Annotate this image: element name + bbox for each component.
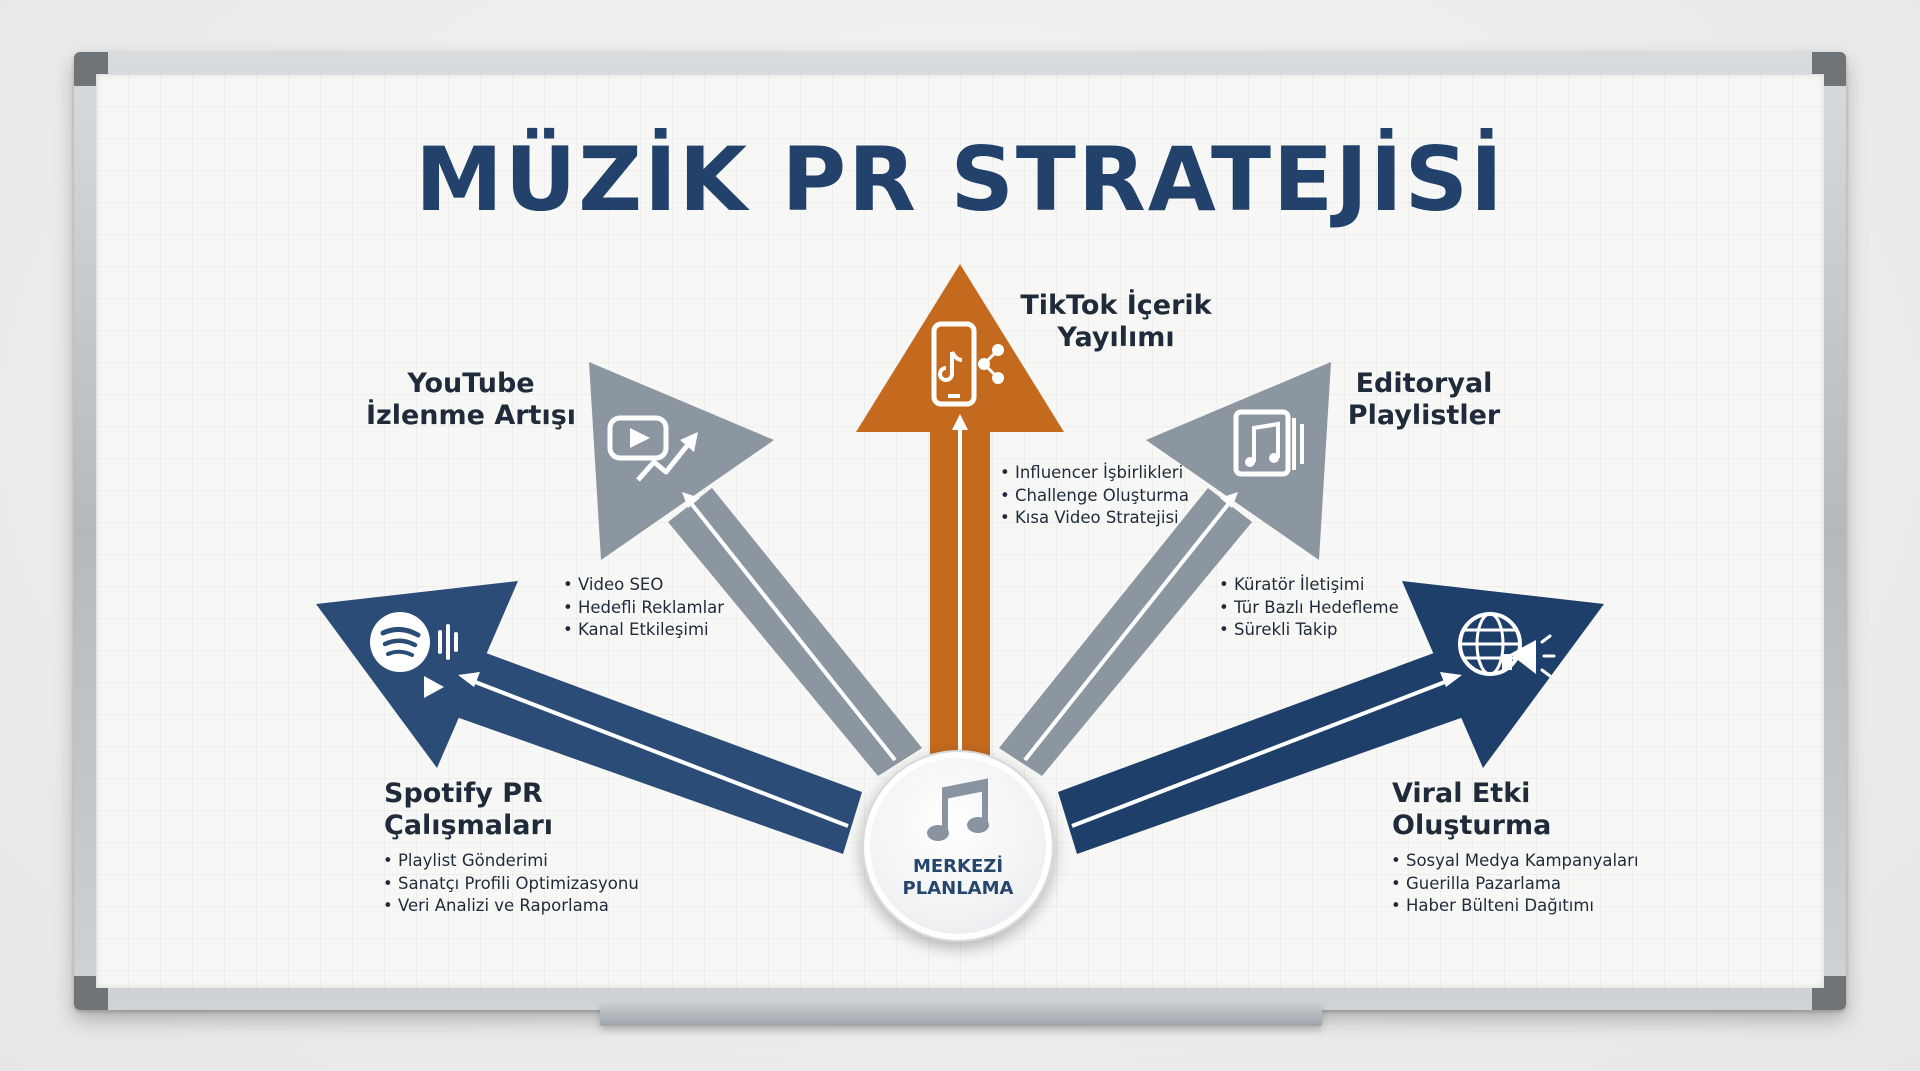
list-item: Challenge Oluşturma <box>1000 485 1189 508</box>
list-item: Tür Bazlı Hedefleme <box>1219 597 1399 620</box>
list-item: Sürekli Takip <box>1219 619 1399 642</box>
page-title: MÜZİK PR STRATEJİSİ <box>415 128 1505 231</box>
video-growth-icon <box>607 415 698 482</box>
branch-list-viral: Sosyal Medya Kampanyaları Guerilla Pazar… <box>1391 850 1639 918</box>
list-item: Influencer İşbirlikleri <box>1000 462 1189 485</box>
arrow-spotify <box>316 581 862 854</box>
playlist-icon <box>1233 409 1304 477</box>
list-item: Sanatçı Profili Optimizasyonu <box>383 873 639 896</box>
phone-share-icon <box>931 321 1004 407</box>
list-item: Playlist Gönderimi <box>383 850 639 873</box>
arrow-viral <box>1058 581 1604 854</box>
globe-megaphone-icon <box>1458 612 1556 678</box>
spotify-icon <box>370 612 458 698</box>
marker-tray <box>600 1004 1322 1026</box>
music-note-icon <box>927 778 989 841</box>
list-item: Hedefli Reklamlar <box>563 597 724 620</box>
list-item: Kanal Etkileşimi <box>563 619 724 642</box>
list-item: Kısa Video Stratejisi <box>1000 507 1189 530</box>
list-item: Haber Bülteni Dağıtımı <box>1391 895 1639 918</box>
list-item: Video SEO <box>563 574 724 597</box>
branch-list-tiktok: Influencer İşbirlikleri Challenge Oluştu… <box>1000 462 1189 530</box>
branch-list-spotify: Playlist Gönderimi Sanatçı Profili Optim… <box>383 850 639 918</box>
branch-list-youtube: Video SEO Hedefli Reklamlar Kanal Etkile… <box>563 574 724 642</box>
branch-list-editorial: Küratör İletişimi Tür Bazlı Hedefleme Sü… <box>1219 574 1399 642</box>
arrow-youtube <box>589 362 922 776</box>
list-item: Veri Analizi ve Raporlama <box>383 895 639 918</box>
list-item: Sosyal Medya Kampanyaları <box>1391 850 1639 873</box>
list-item: Küratör İletişimi <box>1219 574 1399 597</box>
list-item: Guerilla Pazarlama <box>1391 873 1639 896</box>
arrow-tiktok <box>856 264 1064 756</box>
